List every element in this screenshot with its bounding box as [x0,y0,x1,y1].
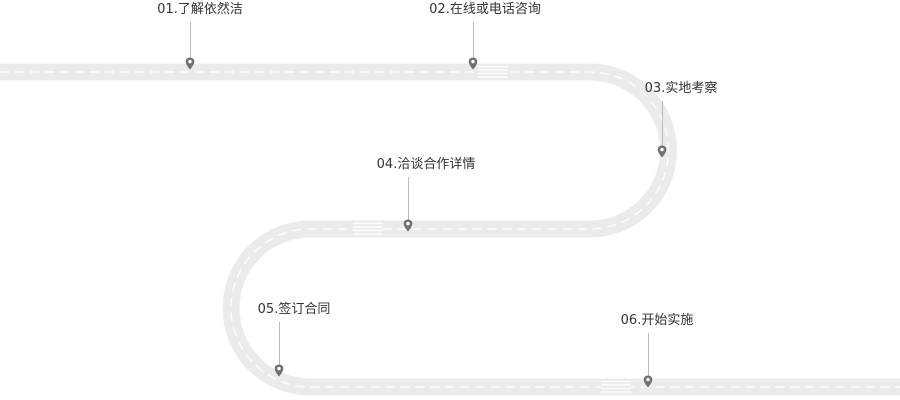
step-4-text: 洽谈合作详情 [397,157,476,172]
step-1-number: 01. [157,2,178,17]
map-pin-icon [657,145,667,158]
step-3-text: 实地考察 [665,81,718,96]
map-pin-icon [643,375,653,388]
step-5-label: 05.签订合同 [258,302,331,318]
step-3-connector [662,101,663,146]
step-1-label: 01.了解依然洁 [157,2,243,18]
step-4-connector [408,177,409,220]
map-pin-icon [274,364,284,377]
step-1-text: 了解依然洁 [177,2,243,17]
map-pin-icon [185,57,195,70]
crosswalk-1 [478,64,508,80]
step-6-text: 开始实施 [641,313,694,328]
step-2-connector [473,22,474,58]
step-6-number: 06. [620,313,642,328]
step-2-label: 02.在线或电话咨询 [429,2,541,18]
step-4-label: 04.洽谈合作详情 [377,157,476,173]
road-center-dashes [0,71,900,388]
crosswalk-3 [601,379,631,395]
step-4-number: 04. [376,157,398,172]
step-2-text: 在线或电话咨询 [449,2,541,17]
step-3-label: 03.实地考察 [645,81,718,97]
step-3-number: 03. [644,81,666,96]
step-5-connector [279,322,280,365]
step-6-label: 06.开始实施 [621,313,694,329]
step-2-number: 02. [429,2,450,17]
step-6-connector [648,333,649,376]
crosswalk-2 [353,221,383,237]
step-5-text: 签订合同 [278,302,331,317]
step-1-connector [190,22,191,58]
step-5-number: 05. [257,302,279,317]
map-pin-icon [403,219,413,232]
map-pin-icon [468,57,478,70]
